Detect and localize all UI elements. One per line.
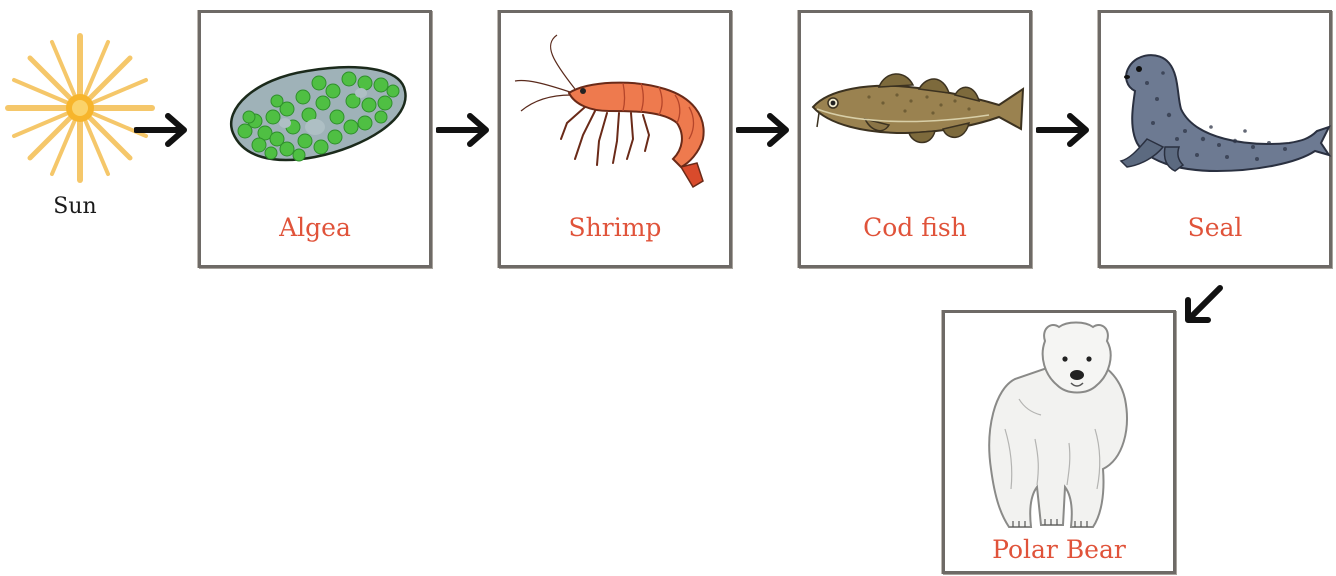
card-label-polar-bear: Polar Bear xyxy=(945,535,1173,564)
food-chain-card-cod-fish: Cod fish xyxy=(798,10,1032,268)
arrow-down-left-icon xyxy=(1180,282,1228,330)
sun-icon xyxy=(0,28,160,188)
arrow-right-icon xyxy=(736,110,792,150)
polar-bear-icon xyxy=(975,319,1151,533)
seal-icon xyxy=(1107,43,1333,183)
arrow-right-icon xyxy=(1036,110,1092,150)
shrimp-icon xyxy=(513,31,723,191)
arrow-right-icon xyxy=(134,110,190,150)
cod-fish-icon xyxy=(809,65,1029,155)
card-label-cod-fish: Cod fish xyxy=(801,213,1029,242)
food-chain-card-seal: Seal xyxy=(1098,10,1332,268)
algae-icon xyxy=(215,61,415,171)
card-label-algea: Algea xyxy=(201,213,429,242)
card-label-seal: Seal xyxy=(1101,213,1329,242)
food-chain-card-algea: Algea xyxy=(198,10,432,268)
card-label-shrimp: Shrimp xyxy=(501,213,729,242)
food-chain-card-polar-bear: Polar Bear xyxy=(942,310,1176,574)
food-chain-card-shrimp: Shrimp xyxy=(498,10,732,268)
sun-label: Sun xyxy=(44,194,106,219)
arrow-right-icon xyxy=(436,110,492,150)
